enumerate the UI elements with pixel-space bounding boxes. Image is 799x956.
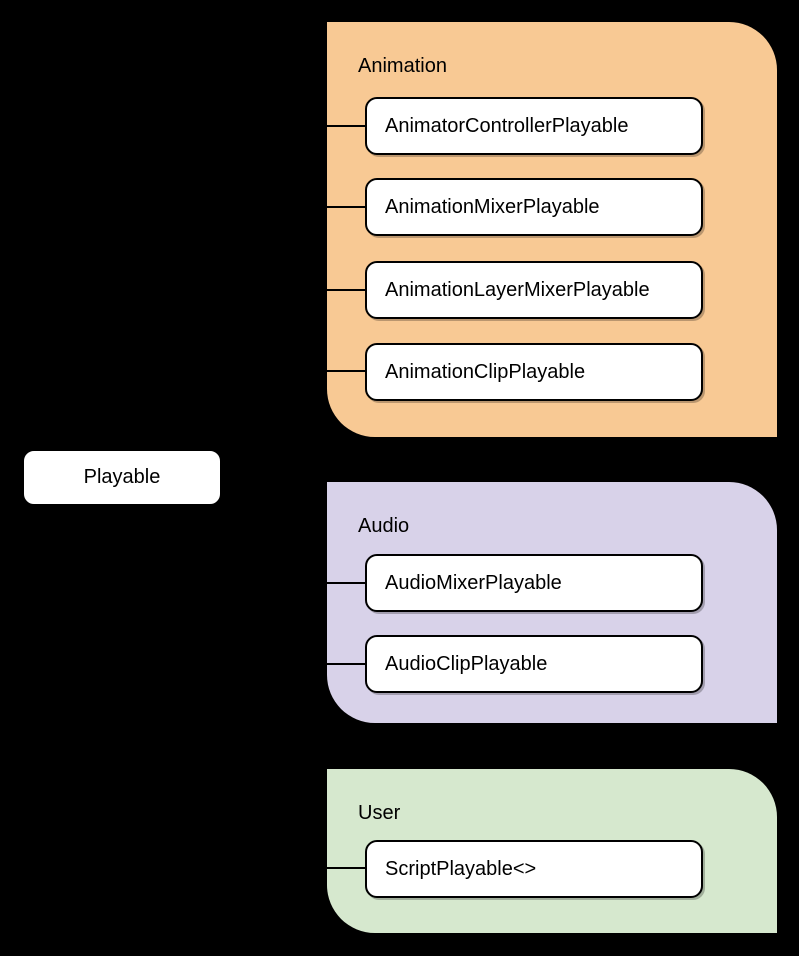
node-label: AudioMixerPlayable (385, 571, 562, 594)
playable-root-label: Playable (83, 466, 161, 488)
playable-root-node: Playable (22, 449, 222, 506)
node-animation-layer-mixer-playable: AnimationLayerMixerPlayable (365, 261, 703, 319)
node-audio-clip-playable: AudioClipPlayable (365, 635, 703, 693)
connector-line (222, 289, 368, 291)
group-animation-label: Animation (358, 55, 447, 77)
connector-line (222, 370, 368, 372)
group-audio-label: Audio (358, 515, 410, 537)
node-audio-mixer-playable: AudioMixerPlayable (365, 554, 703, 612)
node-animator-controller-playable: AnimatorControllerPlayable (365, 97, 703, 155)
node-label: AnimationMixerPlayable (385, 195, 600, 218)
node-label: ScriptPlayable<> (385, 857, 537, 880)
group-audio: Audio AudioMixerPlayable AudioClipPlayab… (327, 482, 777, 723)
node-label: AnimationClipPlayable (385, 360, 586, 383)
group-user-label: User (358, 802, 401, 824)
group-animation: Animation AnimatorControllerPlayable Ani… (327, 22, 777, 437)
node-label: AudioClipPlayable (385, 652, 548, 675)
connector-line (222, 125, 368, 127)
group-user: User ScriptPlayable<> (327, 769, 777, 933)
connector-line (222, 582, 368, 584)
node-script-playable: ScriptPlayable<> (365, 840, 703, 898)
node-animation-clip-playable: AnimationClipPlayable (365, 343, 703, 401)
connector-line (222, 663, 368, 665)
node-label: AnimationLayerMixerPlayable (385, 278, 650, 301)
node-animation-mixer-playable: AnimationMixerPlayable (365, 178, 703, 236)
connector-line (222, 867, 368, 869)
connector-line (222, 206, 368, 208)
node-label: AnimatorControllerPlayable (385, 114, 629, 137)
